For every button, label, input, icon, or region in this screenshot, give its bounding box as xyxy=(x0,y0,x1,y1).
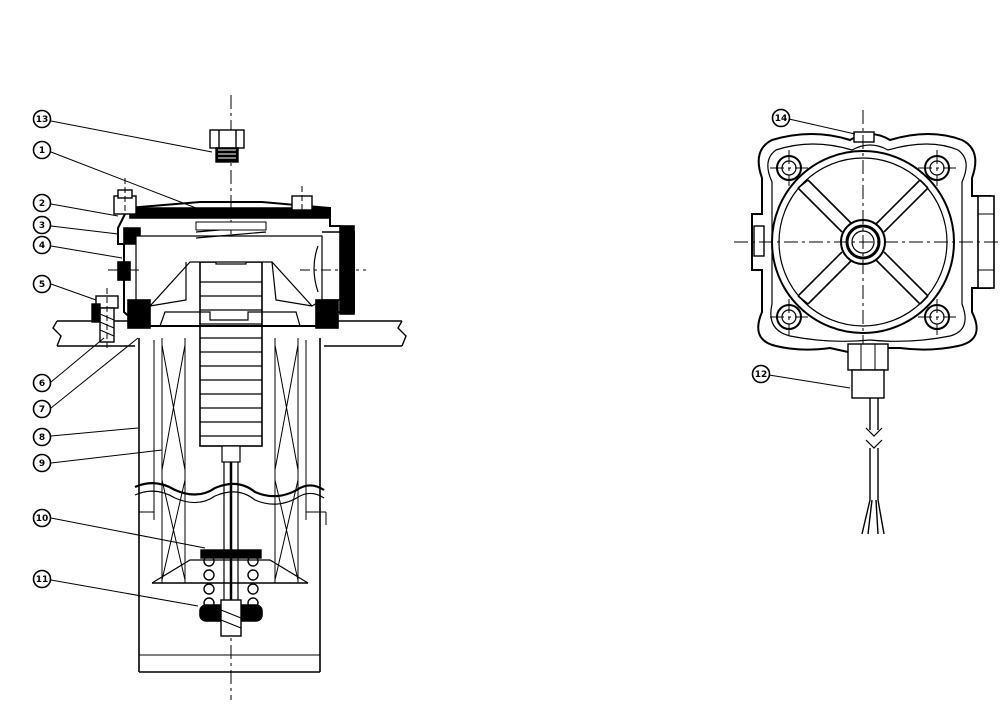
callout-14: 14 xyxy=(771,108,791,128)
svg-text:5: 5 xyxy=(39,280,45,290)
callout-10: 10 xyxy=(32,508,52,528)
spring xyxy=(200,549,262,609)
callout-7: 7 xyxy=(32,399,52,419)
top-plug xyxy=(209,129,245,163)
callout-5: 5 xyxy=(32,274,52,294)
callout-13: 13 xyxy=(32,109,52,129)
callout-3: 3 xyxy=(32,215,52,235)
callout-2: 2 xyxy=(32,193,52,213)
svg-text:2: 2 xyxy=(39,199,45,209)
callout-12: 12 xyxy=(751,364,771,384)
svg-text:14: 14 xyxy=(775,114,788,124)
callout-1: 1 xyxy=(32,140,52,160)
break-line xyxy=(134,482,325,498)
svg-text:9: 9 xyxy=(39,459,45,469)
callout-4: 4 xyxy=(32,235,52,255)
section-view: 13 1 2 3 4 5 6 7 xyxy=(32,95,407,700)
svg-text:3: 3 xyxy=(39,221,45,231)
callout-6: 6 xyxy=(32,373,52,393)
filter-bowl xyxy=(134,338,327,673)
housing-outline xyxy=(751,133,991,353)
svg-text:4: 4 xyxy=(39,241,45,251)
filter-head xyxy=(108,201,366,329)
cover-bolts xyxy=(113,178,313,215)
svg-text:7: 7 xyxy=(39,405,45,415)
callout-9: 9 xyxy=(32,453,52,473)
clogging-indicator xyxy=(847,343,889,535)
bypass-valve xyxy=(199,243,263,600)
svg-text:8: 8 xyxy=(39,433,45,443)
leader-lines xyxy=(50,120,213,607)
svg-text:11: 11 xyxy=(36,575,49,585)
mounting-bolt xyxy=(91,288,119,350)
svg-text:6: 6 xyxy=(39,379,45,389)
leader-lines-right xyxy=(768,118,856,389)
svg-text:1: 1 xyxy=(39,146,45,156)
top-view: 14 12 xyxy=(734,108,1000,535)
bottom-nut xyxy=(199,599,263,637)
callout-11: 11 xyxy=(32,569,52,589)
cross-ribs xyxy=(797,179,929,305)
svg-text:10: 10 xyxy=(36,514,49,524)
svg-text:12: 12 xyxy=(755,370,768,380)
svg-text:13: 13 xyxy=(36,115,49,125)
center-lines xyxy=(734,110,1000,345)
callout-8: 8 xyxy=(32,427,52,447)
